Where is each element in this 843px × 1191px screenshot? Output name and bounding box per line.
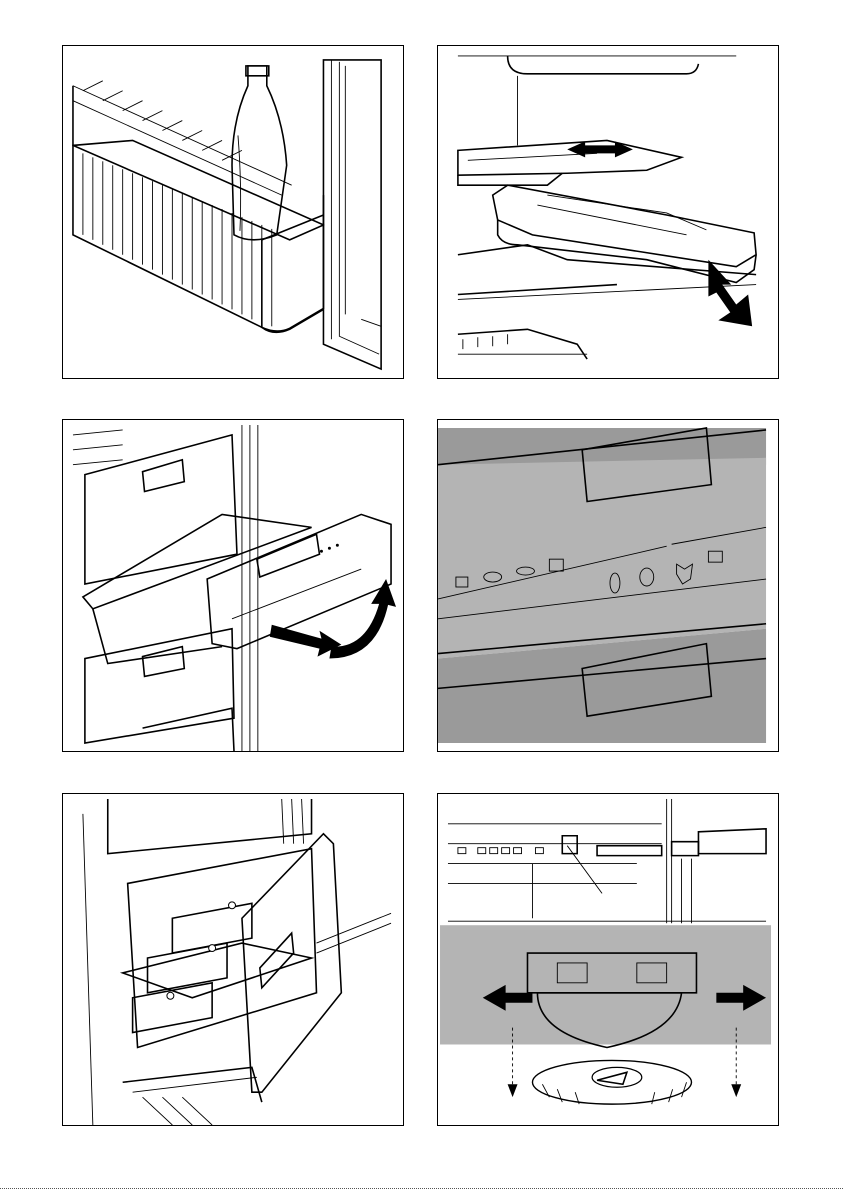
figure-drawer-removal (62, 419, 404, 752)
page-bottom-edge (0, 1188, 843, 1189)
figure-light-cover (437, 793, 779, 1126)
drawer-removal-illustration (63, 420, 403, 751)
light-cover-illustration (438, 794, 778, 1125)
drawer-symbols-illustration (438, 420, 778, 751)
arrow-down-left-icon (508, 1084, 518, 1097)
open-drawer-illustration (63, 794, 403, 1125)
sliding-shelf-illustration (438, 46, 778, 378)
figure-door-bottle-shelf (62, 45, 404, 379)
arrow-down-icon (708, 260, 752, 327)
figure-sliding-shelf (437, 45, 779, 379)
door-shelf-illustration (63, 46, 403, 378)
figure-open-drawer (62, 793, 404, 1126)
arrow-down-right-icon (731, 1084, 741, 1097)
arrow-lift-icon (329, 579, 396, 659)
figure-drawer-symbols (437, 419, 779, 752)
